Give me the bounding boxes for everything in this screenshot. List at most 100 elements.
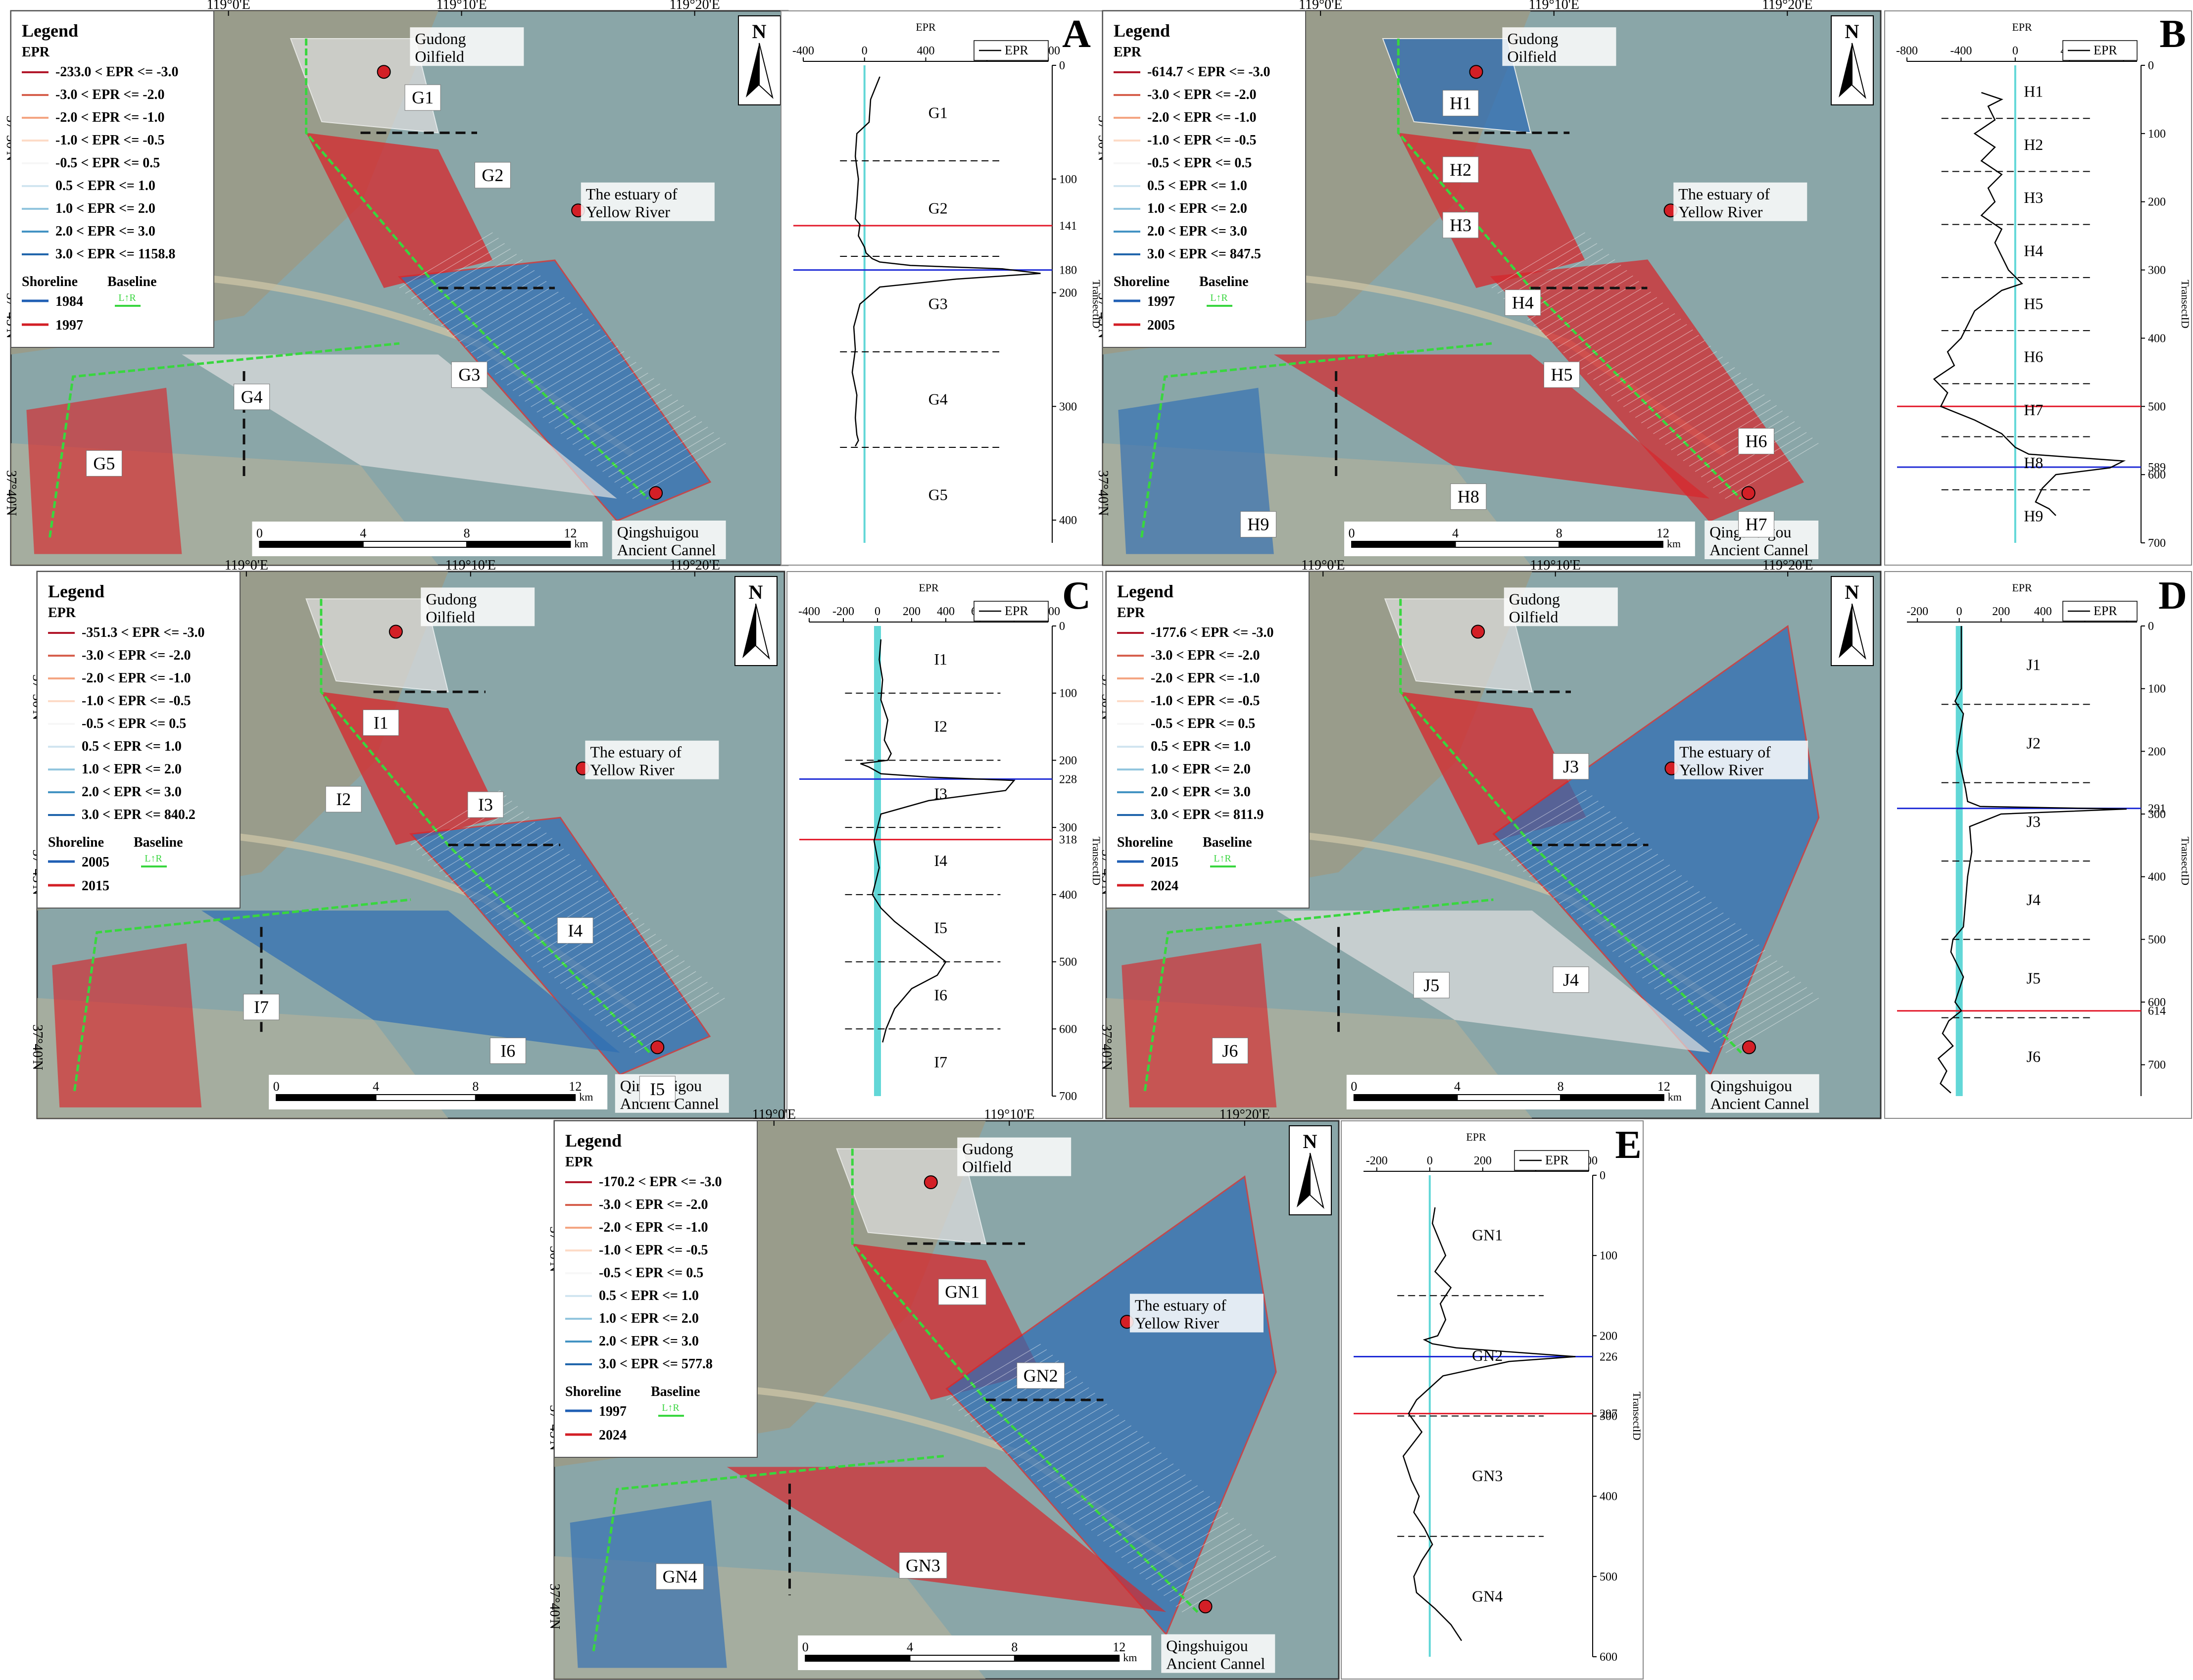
segment-dividers <box>788 1242 1104 1595</box>
segment-label-bg <box>234 384 270 410</box>
transect-line <box>583 950 673 1006</box>
y-axis-title: TransectID <box>2179 280 2192 328</box>
segment-label: J3 <box>1563 757 1579 776</box>
scalebar-tick: 12 <box>1657 526 1669 540</box>
chart-frame <box>786 571 1103 1119</box>
legend-range-label: -3.0 < EPR <= -2.0 <box>1151 648 1260 663</box>
segment-label-bg <box>1017 1362 1065 1389</box>
shoreline-year: 1984 <box>55 294 83 309</box>
x-tick-label: 200 <box>903 605 921 618</box>
transect-line <box>1594 880 1688 936</box>
transect-line <box>1689 410 1783 467</box>
segment-label-bg <box>1442 156 1479 183</box>
north-label: N <box>1845 581 1859 603</box>
legend-range-label: -3.0 < EPR <= -2.0 <box>55 87 165 102</box>
shoreline-title: Shoreline <box>565 1384 621 1399</box>
epr-series-line <box>1933 92 2126 516</box>
segment-label-bg <box>489 1037 526 1064</box>
epr-series-line <box>1937 626 2127 1094</box>
transect-line <box>1725 998 1819 1053</box>
place-label: Ancient Cannel <box>617 541 716 559</box>
transect-line <box>620 432 714 488</box>
shoreline-year: 2024 <box>599 1428 627 1443</box>
legend-range-label: 0.5 < EPR <= 1.0 <box>1147 178 1247 193</box>
legend-range-label: 1.0 < EPR <= 2.0 <box>55 201 155 216</box>
epr-chart: EPR-20002004006000100200300400500600Tran… <box>1341 1120 1644 1680</box>
transect-line <box>1569 302 1663 359</box>
transect-line <box>1181 1556 1276 1613</box>
transect-line <box>1707 982 1801 1037</box>
transect-line <box>606 971 696 1027</box>
segment-label-bg <box>1553 966 1589 993</box>
transect-line <box>1535 827 1628 883</box>
place-label: Qingshuigou <box>1166 1637 1248 1655</box>
segment-label: GN4 <box>663 1567 697 1586</box>
legend-range-label: -3.0 < EPR <= -2.0 <box>599 1197 708 1212</box>
baseline-title: Baseline <box>1199 274 1249 289</box>
transect-line <box>560 928 650 984</box>
transect-line <box>1605 335 1699 391</box>
transect-line <box>514 886 604 941</box>
transect-line <box>465 291 559 348</box>
north-arrow-icon <box>746 43 759 97</box>
place-label: The estuary of <box>1678 185 1770 203</box>
chart-segment-label: GN1 <box>1472 1226 1503 1244</box>
legend-epr-title: EPR <box>1114 45 1142 60</box>
lon-label: 119°20'E <box>1219 1107 1270 1122</box>
place-label: Yellow River <box>590 761 674 779</box>
transect-line <box>629 992 719 1048</box>
transect-line <box>1654 934 1748 989</box>
transect-line <box>1570 859 1664 914</box>
legend-range-label: 3.0 < EPR <= 811.9 <box>1151 807 1264 822</box>
transect-line <box>600 965 690 1021</box>
change-polygon-north <box>305 598 449 693</box>
shoreline-title: Shoreline <box>1114 274 1170 289</box>
chart-segment-label: I5 <box>934 919 947 937</box>
legend-range-label: -2.0 < EPR <= -1.0 <box>1151 671 1260 686</box>
transect-line <box>531 351 625 407</box>
transect-line <box>1529 822 1622 877</box>
legend-range-label: 0.5 < EPR <= 1.0 <box>1151 739 1251 754</box>
legend-epr-title: EPR <box>1117 605 1145 621</box>
transect-line <box>1170 1545 1265 1602</box>
transect-line <box>488 313 583 370</box>
transect-line <box>459 286 553 342</box>
y-tick-label: 0 <box>1059 620 1065 633</box>
y-tick-label: 300 <box>1059 821 1077 834</box>
y-axis-title: TransectID <box>1631 1392 1643 1440</box>
panel-letter: D <box>2158 574 2187 618</box>
legend-range-label: -0.5 < EPR <= 0.5 <box>82 716 186 731</box>
place-label: Yellow River <box>1135 1314 1219 1332</box>
transect-line <box>1061 1447 1156 1504</box>
y-tick-label: 400 <box>1059 514 1077 527</box>
transect-line <box>1593 324 1687 381</box>
chart-segment-label: GN3 <box>1472 1467 1503 1485</box>
legend-range-label: 0.5 < EPR <= 1.0 <box>55 178 155 193</box>
map: 119°0'E119°10'E119°20'E37°50'N37°45'N37°… <box>30 558 785 1119</box>
chart-segment-label: J1 <box>2027 656 2041 673</box>
segment-label: G1 <box>412 88 434 107</box>
scalebar-tick: 0 <box>1351 1079 1357 1094</box>
scalebar-segment <box>1351 541 1456 548</box>
transect-line <box>477 302 571 359</box>
transect-line <box>501 324 595 381</box>
baseline-line <box>592 1149 1199 1651</box>
chart-segment-label: G5 <box>928 486 948 504</box>
segment-label-bg <box>1553 753 1589 780</box>
transect-line <box>502 875 593 931</box>
transect-line <box>411 243 505 299</box>
y-axis-title: TransectID <box>1090 280 1103 328</box>
lon-label: 119°0'E <box>1299 0 1342 12</box>
segment-label-bg <box>451 361 487 388</box>
lat-label: 37°40'N <box>30 1024 45 1070</box>
chart-legend-label: EPR <box>2094 43 2117 57</box>
panel-b: 119°0'E119°10'E119°20'E37°50'N37°45'N37°… <box>1095 0 2192 566</box>
transect-line <box>594 960 685 1016</box>
chart-segment-label: J3 <box>2027 813 2041 830</box>
segment-label: H8 <box>1458 487 1479 507</box>
transect-line <box>560 378 654 434</box>
lon-label: 119°20'E <box>1762 558 1813 573</box>
place-marker <box>1469 65 1483 79</box>
place-label: Oilfield <box>1509 608 1559 625</box>
segment-label: H3 <box>1450 215 1471 235</box>
